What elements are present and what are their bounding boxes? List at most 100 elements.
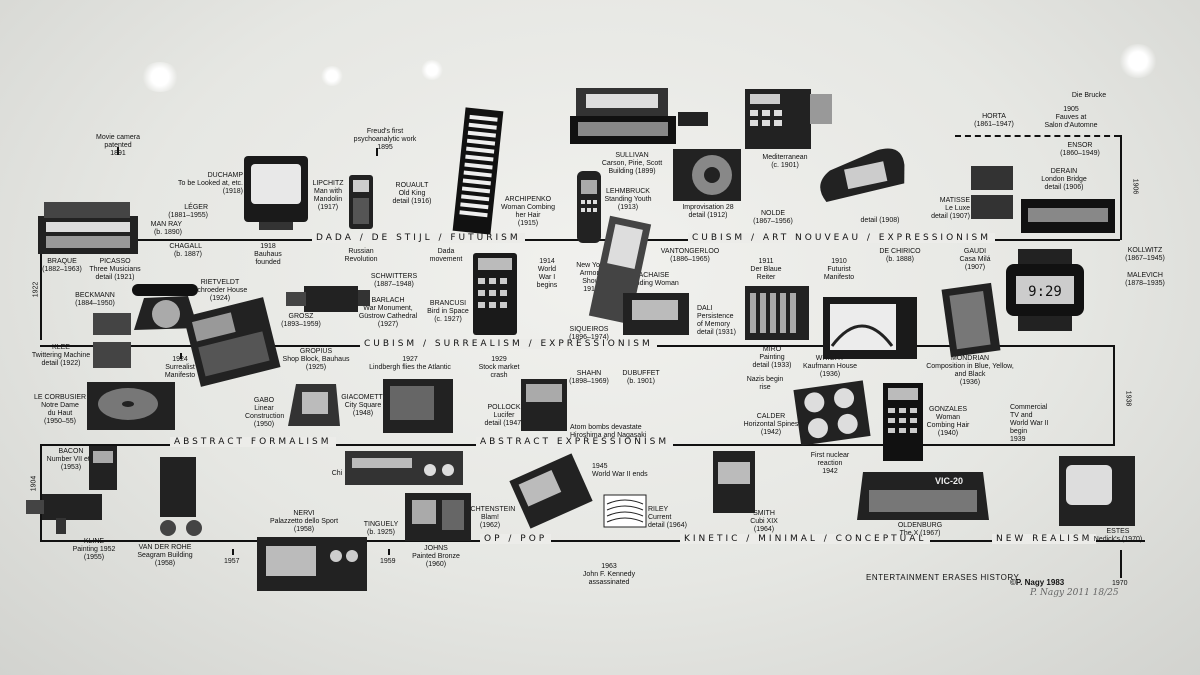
label-beckmann: BECKMANN (1884–1950) <box>75 292 115 307</box>
label-leger: LÉGER (1881–1955) <box>168 204 208 219</box>
movement-label: ABSTRACT EXPRESSIONISM <box>476 437 674 447</box>
label-estes: ESTES Nedick's (1970) <box>1093 528 1143 543</box>
cassette-recorder-image <box>622 292 690 336</box>
label-siqueiros: SIQUEIROS (1896–1974) <box>569 326 609 341</box>
label-nervi: NERVI Palazzetto dello Sport (1958) <box>269 510 339 533</box>
timeline-connector <box>1113 346 1115 446</box>
timeline-dashed-top <box>955 135 1120 137</box>
scientific-calculator-image <box>882 382 924 462</box>
timeline-band-4 <box>40 540 1145 542</box>
label-klee: KLEE Twittering Machine detail (1922) <box>31 344 91 367</box>
label-ww1: 1914 World War I begins <box>536 258 558 289</box>
radio-image <box>182 296 281 388</box>
movement-label: ABSTRACT FORMALISM <box>170 437 336 447</box>
tick-mark <box>232 549 234 555</box>
label-miro: MIRO Painting detail (1933) <box>752 346 792 369</box>
label-freud: Freud's first psychoanalytic work 1895 <box>353 128 417 151</box>
pager-image <box>348 174 374 230</box>
label-horta: HORTA (1861–1947) <box>974 113 1014 128</box>
label-armory: New York Armory Show 1913 <box>576 262 606 293</box>
cordless-phone-image <box>576 170 602 244</box>
label-shahn: SHAHN (1898–1969) <box>569 370 609 385</box>
label-commercial: Commercial TV and World War II begin 193… <box>1010 404 1049 443</box>
label-gabo: GABO Linear Construction (1950) <box>245 397 285 428</box>
label-archipenko: ARCHIPENKO Woman Combing her Hair (1915) <box>501 196 555 227</box>
label-derain: DERAIN London Bridge detail (1906) <box>1041 168 1087 191</box>
label-calder: CALDER Horizontal Spines (1942) <box>743 413 799 436</box>
label-lehmbruck: LEHMBRUCK Standing Youth (1913) <box>604 188 652 211</box>
small-radio-image <box>88 445 118 491</box>
label-grosz: GROSZ (1893–1959) <box>281 313 321 328</box>
pocket-calculator-image <box>472 252 518 336</box>
glare-light <box>140 62 180 92</box>
label-giacometti: GIACOMETTI City Square (1948) <box>341 394 385 417</box>
label-chagall: CHAGALL (b. 1887) <box>169 243 202 258</box>
turntable-image <box>86 370 176 432</box>
timeline-connector <box>40 240 42 340</box>
movement-label: OP / POP <box>480 534 552 544</box>
label-malevich: MALEVICH (1878–1935) <box>1125 272 1165 287</box>
camcorder-image <box>286 280 370 320</box>
movement-label: CUBISM / SURREALISM / EXPRESSIONISM <box>360 339 657 349</box>
portable-tv-image <box>382 378 454 434</box>
label-lachaise: LACHAISE Standing Woman <box>625 272 679 287</box>
watch-display: 9:29 <box>1028 284 1062 300</box>
typewriter-image <box>36 200 140 256</box>
drum-pad-image <box>792 379 871 446</box>
label-pollock: POLLOCK Lucifer detail (1947) <box>484 404 524 427</box>
label-futurist: 1910 Futurist Manifesto <box>823 258 855 281</box>
label-gaudi: GAUDI Casa Milá (1907) <box>959 248 991 271</box>
year-marker: 1970 <box>1112 580 1128 587</box>
year-marker: 1906 <box>1131 178 1139 195</box>
desk-phone-keypad-image <box>286 378 342 430</box>
label-dada: Dada movement <box>429 248 463 263</box>
speaker-image <box>672 148 742 202</box>
tick-mark <box>388 549 390 555</box>
desk-telephone-image <box>806 134 918 219</box>
poster-title: ENTERTAINMENT ERASES HISTORY <box>866 573 1020 582</box>
label-vantongerloo: VANTONGERLOO (1886–1965) <box>660 248 720 263</box>
label-detail1908: detail (1908) <box>860 217 900 224</box>
artist-signature: P. Nagy 2011 18/25 <box>1030 588 1119 598</box>
amplifier-image <box>344 450 464 486</box>
label-1911: 1911 Der Blaue Reiter <box>750 258 782 281</box>
label-rouault: ROUAULT Old King detail (1916) <box>392 182 432 205</box>
digital-watch-image: 9:29 <box>1000 248 1090 332</box>
glare-light <box>420 60 444 80</box>
walkman-stand-image <box>154 456 210 538</box>
vic20-logo: VIC-20 <box>935 476 963 486</box>
label-ensor: ENSOR (1860–1949) <box>1060 142 1100 157</box>
label-oldenburg: OLDENBURG The X (1967) <box>897 522 943 537</box>
label-nazis: Nazis begin rise <box>746 376 784 391</box>
tape-deck-image <box>256 536 368 592</box>
label-lipchitz: LIPCHITZ Man with Mandolin (1917) <box>312 180 344 211</box>
label-smith: SMITH Cubi XIX (1964) <box>750 510 778 533</box>
year-marker: 1957 <box>224 558 240 565</box>
movement-label: KINETIC / MINIMAL / CONCEPTUAL <box>680 534 931 544</box>
audio-deck-image <box>520 378 568 432</box>
synthesizer-image <box>452 106 505 235</box>
label-duchamp: DUCHAMP To be Looked at, etc. (1918) <box>178 172 243 195</box>
year-marker: 1959 <box>380 558 396 565</box>
radio-handheld-image <box>940 282 1001 359</box>
year-marker: 1938 <box>1124 390 1132 407</box>
crt-monitor-image <box>822 296 918 360</box>
computer-keyboard-image <box>1020 198 1116 234</box>
label-gropius: GROPIUS Shop Block, Bauhaus (1925) <box>282 348 350 371</box>
movement-label: DADA / DE STIJL / FUTURISM <box>312 233 525 243</box>
label-surrealist: 1924 Surrealist Manifesto <box>164 356 196 379</box>
label-dechirico: DE CHIRICO (b. 1888) <box>879 248 921 263</box>
rotary-phone-image <box>128 280 202 340</box>
poster-credit: ©P. Nagy 1983 <box>1010 578 1065 587</box>
super8-camera-image <box>26 488 122 534</box>
label-kollwitz: KOLLWITZ (1867–1945) <box>1125 247 1165 262</box>
label-lichtenstein: LICHTENSTEIN Blam! (1962) <box>464 506 516 529</box>
label-nuclear: First nuclear reaction 1942 <box>810 452 850 475</box>
movement-label: NEW REALISM <box>992 534 1097 544</box>
label-chi: Chi <box>331 470 343 477</box>
label-braque: BRAQUE (1882–1963) <box>42 258 82 273</box>
label-mediterranean: Mediterranean (c. 1901) <box>762 154 808 169</box>
label-ww2end: 1945 World War II ends <box>592 463 648 478</box>
timeline-connector <box>1120 135 1122 240</box>
